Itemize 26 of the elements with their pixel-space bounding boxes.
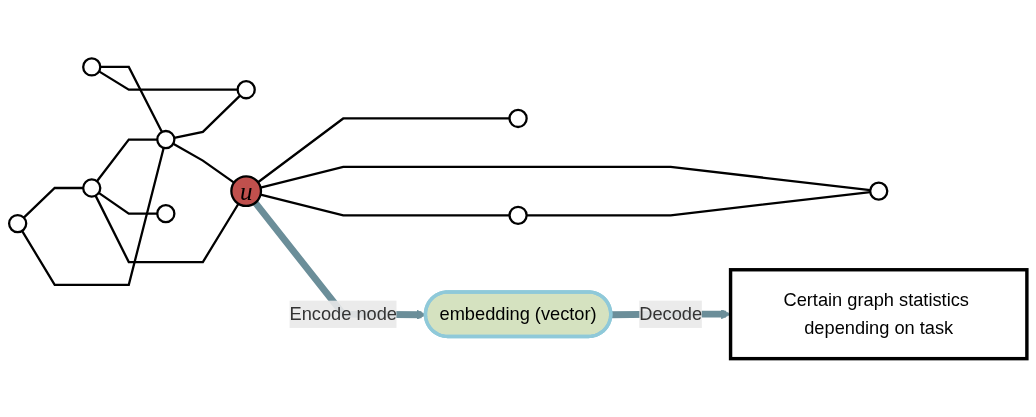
- connector: [526, 190, 871, 217]
- connector: [100, 65, 163, 133]
- node-circle: [82, 57, 102, 77]
- node-circle: u: [230, 175, 263, 208]
- connector: [98, 191, 158, 215]
- node-circle: [82, 178, 102, 198]
- connector: [21, 147, 165, 286]
- node-circle: [508, 205, 528, 226]
- edge-label: Encode node: [289, 303, 397, 324]
- node-circle: [508, 108, 528, 129]
- connector: [23, 186, 84, 219]
- node-circle: [156, 129, 176, 150]
- node-circle: [869, 181, 889, 201]
- node-box: Certain graph statistics depending on task: [728, 268, 1029, 361]
- connector: [98, 70, 238, 91]
- connector: [173, 94, 241, 139]
- node-circle: [156, 203, 176, 224]
- edge-label: Decode: [639, 303, 703, 324]
- connector: [260, 193, 510, 217]
- connector: [172, 142, 235, 184]
- connector: [96, 138, 158, 182]
- connector: [260, 165, 871, 192]
- connector: [257, 117, 510, 184]
- node-circle: [236, 80, 256, 100]
- connector: [94, 195, 240, 264]
- node-circle: [7, 213, 28, 234]
